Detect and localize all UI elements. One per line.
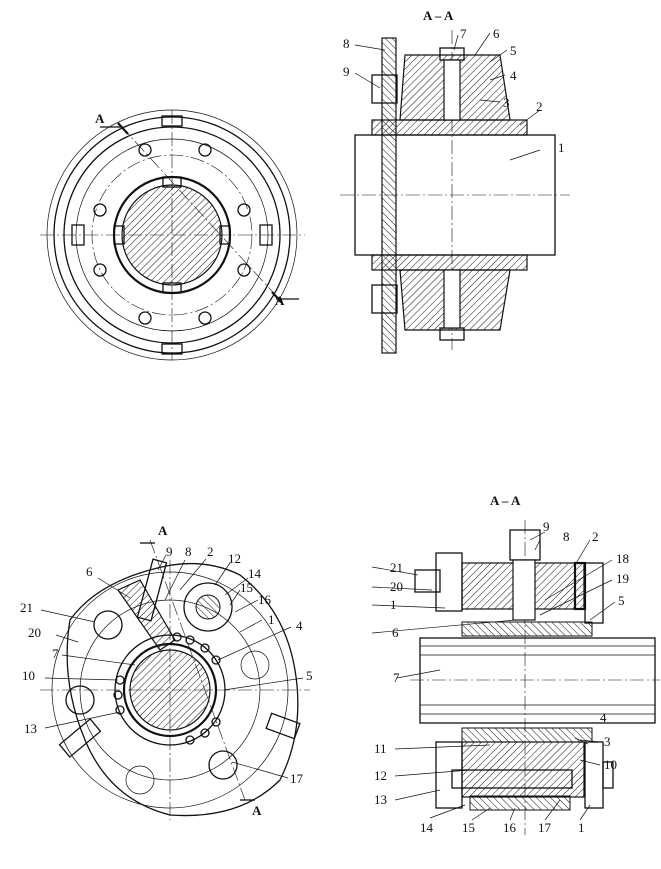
bottom-front-callout-17: 17 — [290, 771, 304, 786]
bottom-section-view: A – A — [371, 493, 660, 835]
bottom-sec-callout-11: 11 — [374, 741, 387, 756]
top-cut-label-left: A — [95, 111, 105, 126]
bottom-front-callout-9: 9 — [166, 544, 173, 559]
bottom-sec-callout-20: 20 — [390, 579, 403, 594]
bottom-sec-callout-19: 19 — [616, 571, 629, 586]
top-callout-1: 1 — [558, 140, 565, 155]
bottom-front-callout-20: 20 — [28, 625, 41, 640]
top-callout-9: 9 — [343, 64, 350, 79]
bottom-sec-callout-12: 12 — [374, 768, 387, 783]
bottom-sec-callout-18: 18 — [616, 551, 629, 566]
bottom-sec-callout-15: 15 — [462, 820, 475, 835]
top-callout-2: 2 — [536, 99, 543, 114]
bottom-front-callout-14: 14 — [248, 566, 262, 581]
top-callout-7: 7 — [460, 26, 467, 41]
top-cut-label-right: A — [275, 293, 285, 308]
bottom-sec-callout-3: 3 — [604, 734, 611, 749]
bottom-cut-label-top: A — [158, 523, 168, 538]
bottom-sec-callout-17: 17 — [538, 820, 552, 835]
bottom-front-callout-6: 6 — [86, 564, 93, 579]
top-front-view: A A — [40, 109, 305, 361]
bottom-front-callout-16: 16 — [258, 592, 272, 607]
bottom-sec-callout-4: 4 — [600, 710, 607, 725]
top-callout-8: 8 — [343, 36, 350, 51]
top-section-view: A – A 1 2 3 4 — [340, 8, 570, 354]
bottom-front-callout-2: 2 — [207, 544, 214, 559]
bottom-sec-callout-6: 6 — [392, 625, 399, 640]
bottom-sec-callout-1-bottom: 1 — [578, 820, 585, 835]
top-callout-3: 3 — [503, 95, 510, 110]
top-callout-4: 4 — [510, 68, 517, 83]
bottom-front-callout-12: 12 — [228, 551, 241, 566]
bottom-section-title: A – A — [490, 493, 521, 508]
bottom-sec-callout-9: 9 — [543, 519, 550, 534]
bottom-sec-callout-14: 14 — [420, 820, 434, 835]
bottom-sec-callout-13: 13 — [374, 792, 387, 807]
bottom-front-callout-21: 21 — [20, 600, 33, 615]
top-callout-5: 5 — [510, 43, 517, 58]
bottom-sec-callout-1-top: 1 — [390, 597, 397, 612]
bottom-front-callout-13: 13 — [24, 721, 37, 736]
bottom-sec-callout-5: 5 — [618, 593, 625, 608]
bottom-front-callout-15: 15 — [240, 580, 253, 595]
bottom-sec-callout-2: 2 — [592, 529, 599, 544]
bottom-sec-callout-8: 8 — [563, 529, 570, 544]
bottom-front-callout-4: 4 — [296, 618, 303, 633]
bottom-front-callout-8: 8 — [185, 544, 192, 559]
top-callout-6: 6 — [493, 26, 500, 41]
bottom-sec-callout-7: 7 — [393, 670, 400, 685]
bottom-front-callout-7: 7 — [52, 646, 59, 661]
bottom-sec-callout-10: 10 — [604, 757, 617, 772]
bottom-front-callout-1: 1 — [268, 612, 275, 627]
bottom-sec-callout-21: 21 — [390, 560, 403, 575]
bottom-sec-callout-16: 16 — [503, 820, 517, 835]
bottom-cut-label-bottom: A — [252, 803, 262, 818]
top-section-title: A – A — [423, 8, 454, 23]
bottom-front-view: A A 1 2 4 5 6 7 8 9 10 — [20, 523, 313, 820]
bottom-front-callout-5: 5 — [306, 668, 313, 683]
bottom-front-callout-10: 10 — [22, 668, 35, 683]
